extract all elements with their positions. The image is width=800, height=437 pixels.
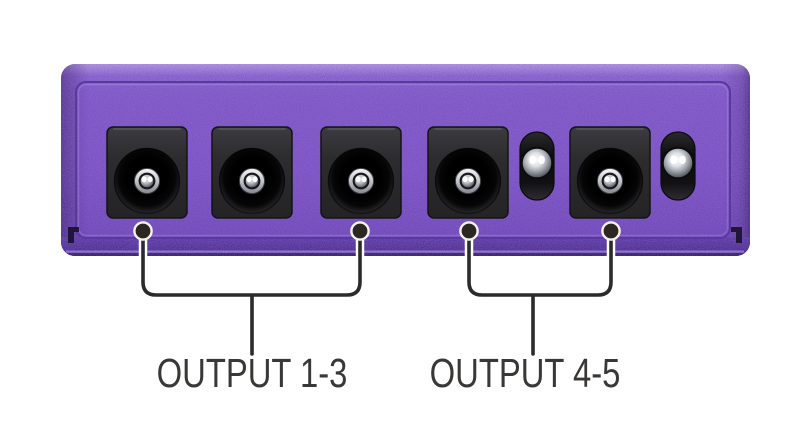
output-4-5-label: OUTPUT 4-5	[429, 350, 621, 396]
callout-dot-2	[350, 221, 370, 241]
dc-jack-4-icon	[427, 126, 509, 219]
callout-brackets	[133, 221, 621, 359]
callout-line	[141, 229, 613, 356]
callout-dot-1	[133, 221, 153, 241]
dc-jack-5-icon	[569, 126, 651, 219]
dc-jack-1-icon	[106, 126, 188, 219]
callout-dot-4	[601, 221, 621, 241]
ball-switch-2-icon	[660, 131, 696, 201]
ball-switch-1-icon	[519, 131, 555, 201]
corner-notch-left	[68, 227, 79, 243]
output-1-3-label: OUTPUT 1-3	[156, 350, 348, 396]
corner-notch-right	[731, 227, 742, 243]
dc-jack-2-icon	[211, 126, 293, 219]
callout-dot-3	[459, 221, 479, 241]
dc-jack-3-icon	[320, 126, 402, 219]
